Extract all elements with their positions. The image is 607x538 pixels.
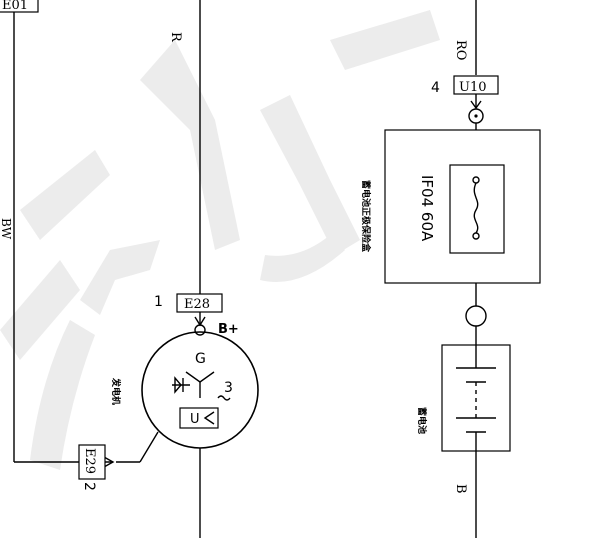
wire-bw-label: BW <box>0 218 13 240</box>
u10-arrow <box>470 100 482 110</box>
wire-e01-label: E01 <box>2 0 28 13</box>
connector-e28-code: E28 <box>184 297 210 312</box>
star-arm-left <box>185 371 201 383</box>
connector-e01-box: E01 <box>0 0 39 13</box>
battery <box>441 344 511 452</box>
u10-terminal-dot <box>474 114 478 118</box>
alternator-name: 发电机 <box>110 377 122 405</box>
connector-u10: 4 U10 <box>431 75 499 96</box>
regulator-box <box>179 407 219 429</box>
regulator-label: U <box>190 412 200 427</box>
e29-arrow <box>103 456 115 468</box>
connector-e29: E29 2 <box>78 444 106 491</box>
connector-e29-code: E29 <box>82 448 97 474</box>
connector-u10-pin: 4 <box>431 80 440 96</box>
battery-name: 蓄电池 <box>416 407 428 434</box>
connector-u10-code: U10 <box>459 80 487 95</box>
alternator-b-terminal <box>194 324 206 336</box>
watermark <box>0 10 450 470</box>
alternator-g-label: G <box>195 351 206 367</box>
alternator: G 3 U <box>141 331 259 449</box>
wire-e29-diagonal <box>139 431 159 463</box>
fuse-rating: IF04 60A <box>418 175 436 242</box>
wire-b-label: B <box>453 484 468 494</box>
ac-tilde-icon <box>217 395 231 401</box>
wire-ro-label: RO <box>453 40 468 60</box>
connector-e29-pin: 2 <box>81 482 97 491</box>
fuse-box: IF04 60A <box>384 129 541 284</box>
star-arm-right <box>199 371 215 383</box>
fuse-icon <box>473 182 479 234</box>
battery-positive-terminal <box>465 305 487 327</box>
diode-icon <box>172 376 190 394</box>
wire-r-label: R <box>168 32 183 43</box>
alternator-b-label: B+ <box>218 322 239 337</box>
regulator-arrow-icon <box>203 411 215 425</box>
connector-e28: 1 E28 <box>154 293 223 313</box>
fuse-box-name: 蓄电池正极保险盒 <box>360 180 372 253</box>
alternator-phase-label: 3 <box>224 380 233 396</box>
connector-e28-pin: 1 <box>154 294 163 310</box>
